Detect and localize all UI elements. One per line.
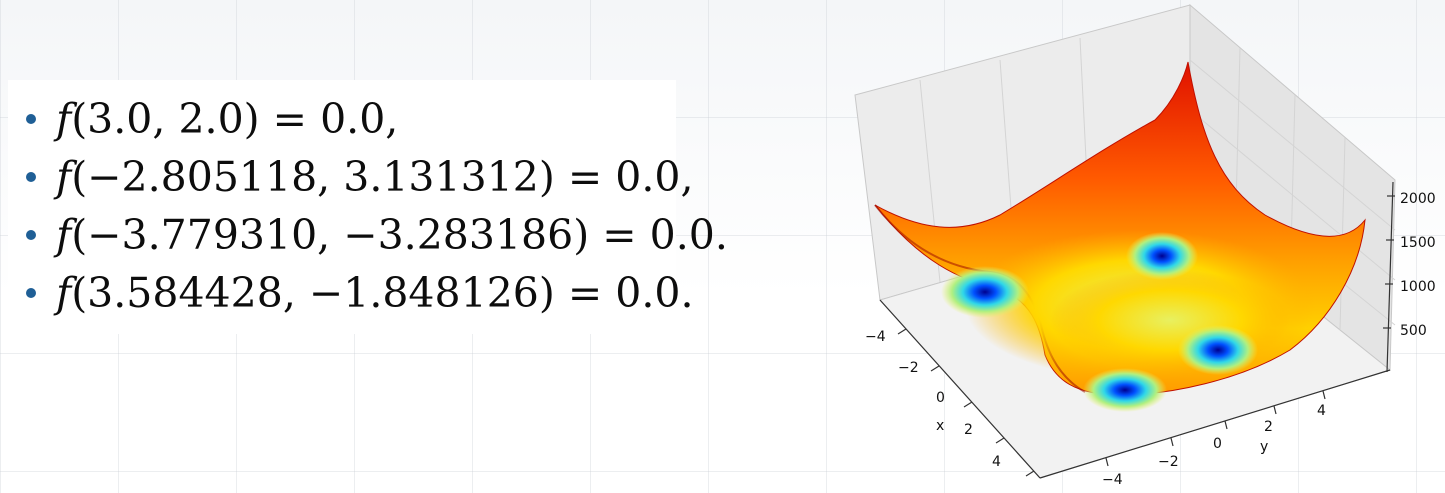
formula-panel: f (3.0, 2.0) = 0.0, f (−2.805118, 3.1313… [8,80,728,334]
z-tick-label: 500 [1400,323,1427,339]
x-axis-line [879,299,1041,479]
surface-plot: 500 1000 1500 2000 −4 −2 0 2 4 x −4 −2 0… [854,3,1436,488]
z-tick-label: 1000 [1400,279,1436,295]
global-minimum-marker [1083,368,1167,412]
y-tick-label: −4 [1102,472,1123,488]
global-minimum-marker [1178,325,1258,375]
minima-list: f (3.0, 2.0) = 0.0, f (−2.805118, 3.1313… [26,90,728,322]
minimum-item: f (−3.779310, −3.283186) = 0.0. [26,206,728,264]
x-axis-label: x [936,418,944,434]
y-tick-label: −2 [1158,454,1179,470]
bullet-icon [26,172,36,182]
x-tick-label: 0 [936,390,945,406]
z-tick-label: 1500 [1400,235,1436,251]
global-minimum-marker [1126,232,1198,280]
function-expression: (−2.805118, 3.131312) = 0.0, [71,153,694,201]
bullet-icon [26,114,36,124]
function-expression: (−3.779310, −3.283186) = 0.0. [71,211,728,259]
z-axis-line [1386,181,1394,373]
function-symbol: f [56,95,72,143]
minimum-item: f (3.0, 2.0) = 0.0, [26,90,728,148]
y-tick-label: 2 [1264,419,1273,435]
y-tick-label: 4 [1317,403,1326,419]
z-axis-ticks [1383,195,1395,329]
bullet-icon [26,288,36,298]
function-symbol: f [56,269,72,317]
x-tick-label: 2 [964,422,973,438]
x-tick-label: −2 [898,360,919,376]
function-symbol: f [56,153,72,201]
minimum-item: f (3.584428, −1.848126) = 0.0. [26,264,728,322]
function-symbol: f [56,211,72,259]
x-tick-label: 4 [992,454,1001,470]
global-minimum-marker [941,266,1029,318]
function-expression: (3.0, 2.0) = 0.0, [71,95,399,143]
z-tick-label: 2000 [1400,191,1436,207]
minimum-item: f (−2.805118, 3.131312) = 0.0, [26,148,728,206]
function-expression: (3.584428, −1.848126) = 0.0. [71,269,694,317]
y-axis-line [1039,369,1391,479]
y-tick-label: 0 [1213,436,1222,452]
bullet-icon [26,230,36,240]
x-tick-label: −4 [865,329,886,345]
y-axis-label: y [1260,439,1268,455]
x-axis-ticks [897,328,1035,477]
y-axis-ticks [1105,390,1326,467]
